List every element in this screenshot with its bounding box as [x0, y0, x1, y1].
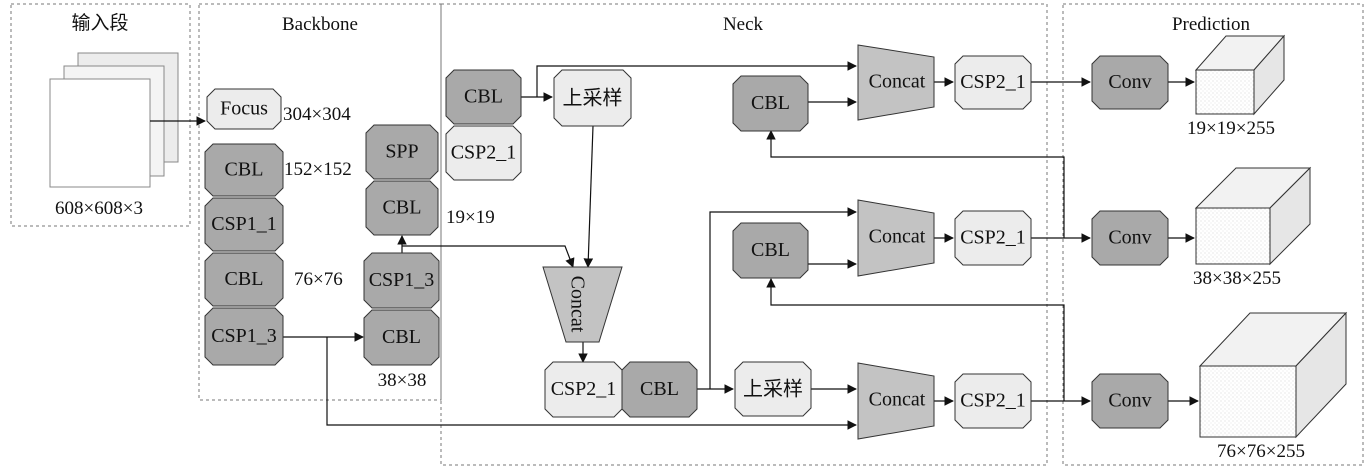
arrow-upsample-to-concat-mid [583, 125, 594, 268]
upsample-node-top-box [553, 69, 632, 127]
concat-trapezoids [542, 44, 935, 440]
backbone-csp1-3-node-box [204, 307, 284, 366]
prediction-section-title: Prediction [1172, 14, 1251, 35]
neck-section-frame [440, 3, 1048, 466]
nodes: FocusCBLCSP1_1CBLCSP1_3SPPCBLCSP1_3CBLCB… [204, 55, 1169, 429]
neck-section-title: Neck [723, 14, 764, 35]
conv-node-2-label: Conv [1108, 227, 1151, 249]
cbl4-size-label: 38×38 [378, 370, 427, 391]
output3-size-label: 76×76×255 [1217, 441, 1305, 462]
input-section-title: 输入段 [71, 12, 128, 34]
csp-size-label: 76×76 [294, 269, 343, 290]
line-backbone-to-concat-mid [402, 245, 575, 268]
line-cbl-to-concat-r1 [536, 61, 857, 97]
feedback-csp-r2-to-cbl-r1 [766, 130, 1065, 238]
section-frames [10, 3, 1364, 466]
cbl1-size-label: 152×152 [284, 159, 352, 180]
backbone-cbl-node-4-box [363, 309, 440, 366]
conv-node-2-box [1091, 210, 1169, 266]
csp2-1-node-right-3-label: CSP2_1 [960, 390, 1026, 412]
neck-csp2-1-node-top-label: CSP2_1 [451, 142, 517, 164]
output-cube-1 [1194, 34, 1286, 116]
focus-size-label: 304×304 [283, 104, 351, 125]
concat-r2-shape [857, 199, 935, 277]
backbone-cbl-node-1-label: CBL [225, 159, 264, 181]
neck-cbl-node-right-1-box [732, 75, 809, 132]
backbone-csp1-3-node-label: CSP1_3 [211, 325, 277, 347]
output1-size-label: 19×19×255 [1187, 118, 1275, 139]
spp-node-box [365, 124, 439, 180]
backbone-cbl-node-4-label: CBL [382, 326, 421, 348]
neck-csp2-1-node-top-box [445, 125, 522, 181]
backbone-cbl-node-2-label: CBL [225, 268, 264, 290]
focus-node-box [206, 88, 282, 130]
concat-r2-label: Concat [869, 226, 926, 248]
feedback-csp-r3-to-cbl-r2 [766, 278, 1065, 401]
conv-node-1-box [1091, 55, 1169, 110]
neck-cbl-node-top-label: CBL [464, 86, 503, 108]
input-section-frame [10, 3, 191, 227]
upsample-node-bottom-box [734, 361, 812, 417]
upsample-node-bottom-label: 上采样 [743, 377, 803, 401]
output-cube-3 [1198, 311, 1348, 439]
neck-cbl-node-right-2-box [732, 222, 809, 279]
concat-r1-label: Concat [869, 71, 926, 93]
concat-r3-shape [857, 362, 935, 440]
line-cbl-to-concat-r2 [709, 207, 857, 389]
output2-size-label: 38×38×255 [1193, 268, 1281, 289]
backbone-csp1-3-node-2-box [363, 252, 440, 309]
concat-mid-label: Concat [566, 276, 588, 333]
line-csp13-to-concat3 [326, 337, 857, 430]
concat-r3-label: Concat [869, 389, 926, 411]
backbone-cbl-node-2-box [204, 252, 284, 307]
neck-cbl-node-top-box [445, 69, 522, 125]
focus-node-label: Focus [220, 98, 268, 120]
backbone-section-frame [198, 3, 442, 401]
backbone-csp1-3-node-2-label: CSP1_3 [369, 269, 435, 291]
cbl3-size-label: 19×19 [446, 207, 495, 228]
neck-cbl-node-bottom-box [621, 361, 698, 418]
backbone-cbl-node-3-box [365, 180, 439, 236]
csp2-1-node-right-1-label: CSP2_1 [960, 71, 1026, 93]
concat-r1-shape [857, 44, 935, 121]
csp2-1-node-right-3-box [954, 373, 1032, 429]
concat-mid-shape [542, 266, 623, 343]
neck-cbl-node-right-2-label: CBL [751, 239, 790, 261]
neck-csp2-1-node-bottom-box [544, 361, 623, 418]
output-cube-1-front [1195, 69, 1255, 115]
spp-node-label: SPP [385, 141, 418, 163]
neck-cbl-node-right-1-label: CBL [751, 92, 790, 114]
csp2-1-node-right-2-box [954, 210, 1032, 266]
input-image-layer-front [49, 78, 151, 188]
backbone-section-title: Backbone [282, 14, 358, 35]
backbone-csp1-1-node-label: CSP1_1 [211, 213, 277, 235]
input-size-label: 608×608×3 [55, 198, 143, 219]
output-cube-2 [1194, 166, 1312, 266]
backbone-cbl-node-3-label: CBL [383, 197, 422, 219]
csp2-1-node-right-1-box [954, 55, 1032, 110]
conv-node-3-box [1091, 373, 1169, 429]
connections [150, 61, 1199, 430]
upsample-node-top-label: 上采样 [563, 86, 623, 110]
conv-node-3-label: Conv [1108, 390, 1151, 412]
output-cube-2-front [1195, 207, 1271, 265]
backbone-cbl-node-1-box [204, 143, 284, 197]
csp2-1-node-right-2-label: CSP2_1 [960, 227, 1026, 249]
input-image-stack [49, 52, 179, 188]
conv-node-1-label: Conv [1108, 71, 1151, 93]
backbone-csp1-1-node-box [204, 197, 284, 252]
output-cube-3-front [1199, 365, 1297, 438]
neck-cbl-node-bottom-label: CBL [640, 378, 679, 400]
neck-csp2-1-node-bottom-label: CSP2_1 [551, 378, 617, 400]
prediction-section-frame [1062, 3, 1364, 466]
